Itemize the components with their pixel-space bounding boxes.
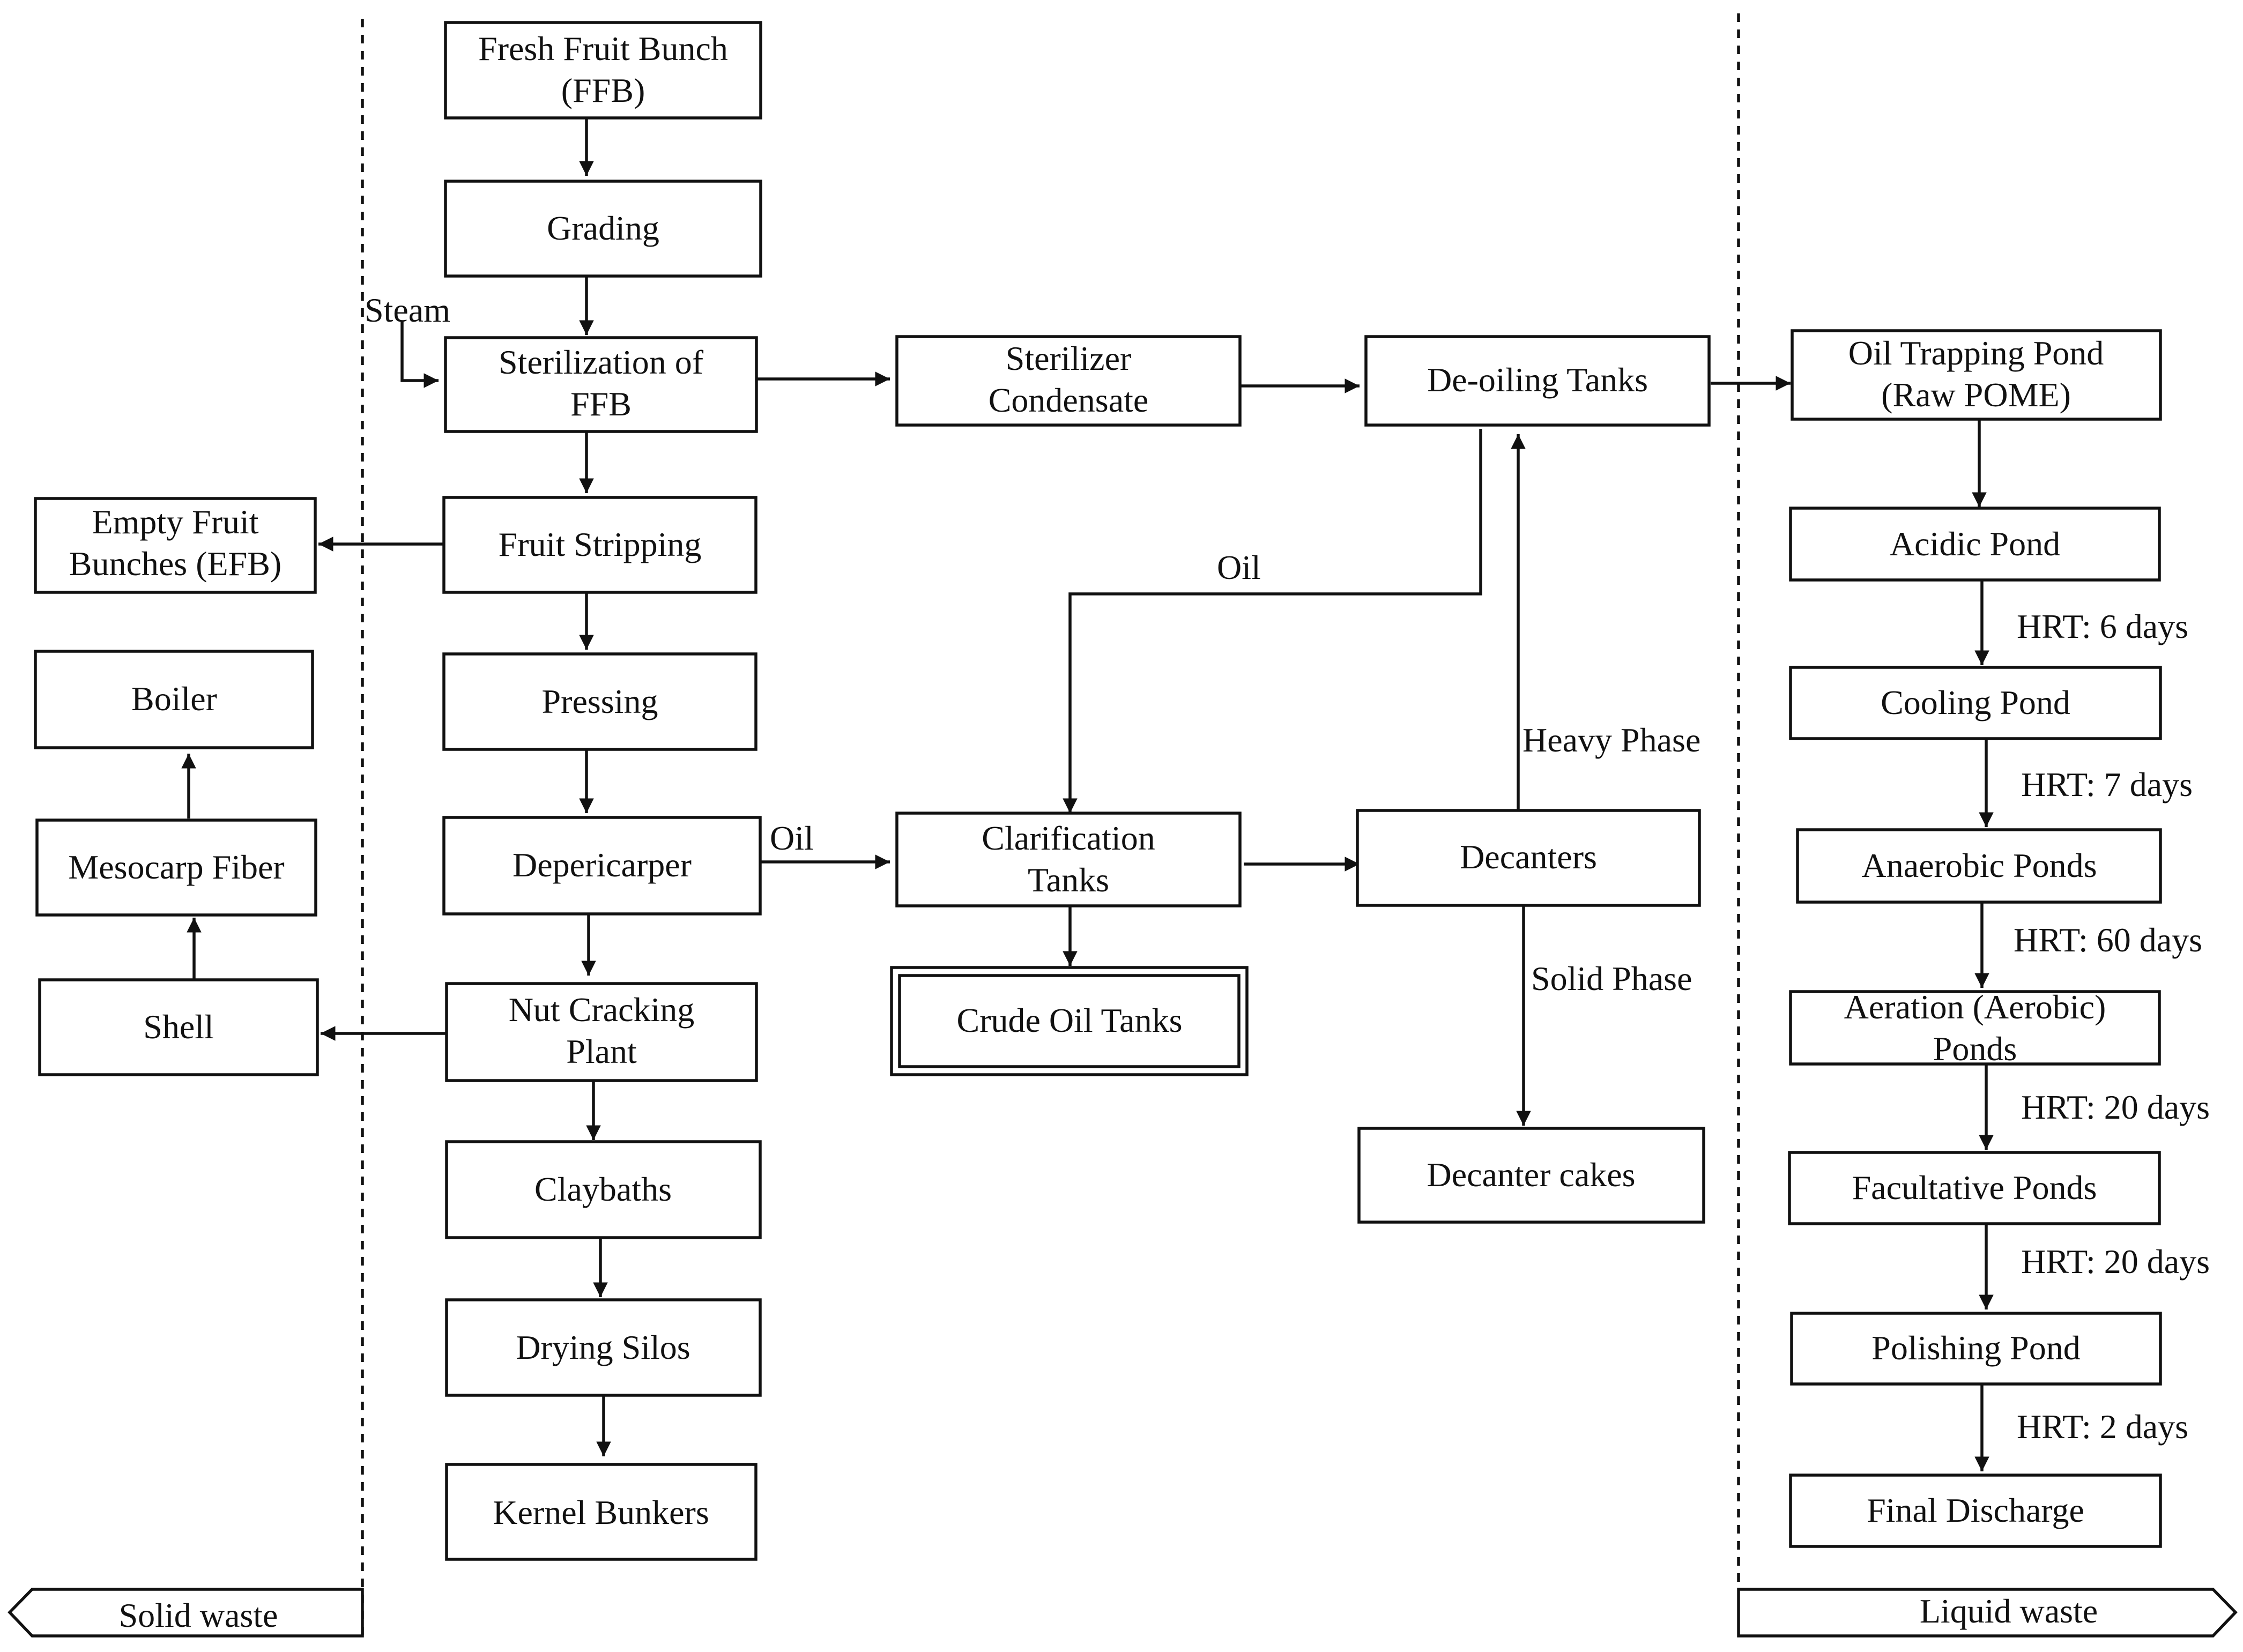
solid-waste-label: Solid waste xyxy=(119,1596,278,1634)
node-nut-cracking-line2: Plant xyxy=(566,1032,637,1070)
node-ffb-line1: Fresh Fruit Bunch xyxy=(478,29,728,68)
node-pressing-label: Pressing xyxy=(542,682,658,720)
node-final-label: Final Discharge xyxy=(1867,1491,2084,1529)
edge-labels: Steam Oil Oil Heavy Phase Solid Phase HR… xyxy=(365,291,2210,1446)
node-grading: Grading xyxy=(444,180,762,278)
node-decanters: Decanters xyxy=(1356,809,1701,907)
node-efb: Empty Fruit Bunches (EFB) xyxy=(34,497,317,594)
node-condensate: Sterilizer Condensate xyxy=(895,335,1242,427)
node-acidic-label: Acidic Pond xyxy=(1890,525,2060,563)
node-decanter-cakes: Decanter cakes xyxy=(1357,1127,1705,1224)
node-sterilization-line2: FFB xyxy=(570,385,632,423)
node-oil-trap-line1: Oil Trapping Pond xyxy=(1848,334,2104,372)
node-depericarper-label: Depericarper xyxy=(513,846,692,884)
node-facultative: Facultative Ponds xyxy=(1788,1151,2161,1225)
hrt-acidic-label: HRT: 6 days xyxy=(2017,607,2188,645)
node-ffb: Fresh Fruit Bunch (FFB) xyxy=(444,21,762,120)
node-oil-trap: Oil Trapping Pond (Raw POME) xyxy=(1791,329,2162,421)
node-clarification-line1: Clarification xyxy=(982,819,1155,857)
node-shell: Shell xyxy=(38,978,319,1076)
node-mesocarp: Mesocarp Fiber xyxy=(35,818,317,917)
node-final: Final Discharge xyxy=(1789,1474,2162,1548)
node-drying-silos-label: Drying Silos xyxy=(516,1328,690,1366)
node-condensate-line1: Sterilizer xyxy=(1006,339,1132,377)
node-mesocarp-label: Mesocarp Fiber xyxy=(68,848,284,886)
hrt-cooling-label: HRT: 7 days xyxy=(2021,765,2193,803)
node-anaerobic: Anaerobic Ponds xyxy=(1796,828,2162,904)
node-decanter-cakes-label: Decanter cakes xyxy=(1427,1156,1635,1194)
node-sterilization: Sterilization of FFB xyxy=(444,336,758,433)
arrow-steam-sterilization xyxy=(400,322,439,388)
arrow-deoiling-clarification xyxy=(1063,429,1482,813)
oil-from-depericarper-label: Oil xyxy=(770,819,814,857)
node-aeration-line1: Aeration (Aerobic) xyxy=(1844,988,2106,1026)
node-sterilization-line1: Sterilization of xyxy=(499,343,704,381)
steam-label: Steam xyxy=(365,291,450,329)
node-oil-trap-line2: (Raw POME) xyxy=(1881,376,2071,414)
node-cooling-label: Cooling Pond xyxy=(1881,683,2070,721)
hrt-aeration-label: HRT: 20 days xyxy=(2021,1088,2210,1126)
node-stripping-label: Fruit Stripping xyxy=(499,525,702,563)
node-kernel-bunkers: Kernel Bunkers xyxy=(445,1463,757,1561)
solid-waste-tag: Solid waste xyxy=(8,1588,364,1638)
liquid-waste-label: Liquid waste xyxy=(1920,1592,2098,1630)
node-condensate-line2: Condensate xyxy=(989,381,1149,419)
hrt-polishing-label: HRT: 2 days xyxy=(2017,1408,2188,1446)
node-grading-label: Grading xyxy=(547,209,659,247)
node-cooling: Cooling Pond xyxy=(1789,666,2162,740)
node-crude-oil-label: Crude Oil Tanks xyxy=(957,1001,1183,1039)
node-polishing: Polishing Pond xyxy=(1790,1312,2162,1386)
node-pressing: Pressing xyxy=(442,652,757,751)
node-clarification: Clarification Tanks xyxy=(895,812,1242,907)
node-shell-label: Shell xyxy=(143,1008,214,1046)
node-clarification-line2: Tanks xyxy=(1028,861,1109,899)
node-efb-line2: Bunches (EFB) xyxy=(69,545,281,583)
node-stripping: Fruit Stripping xyxy=(442,496,757,594)
node-claybaths: Claybaths xyxy=(445,1140,762,1239)
node-deoiling: De-oiling Tanks xyxy=(1364,335,1711,427)
node-aeration-line2: Ponds xyxy=(1933,1030,2017,1068)
liquid-waste-tag: Liquid waste xyxy=(1737,1588,2238,1638)
node-depericarper: Depericarper xyxy=(442,816,762,916)
hrt-anaerobic-label: HRT: 60 days xyxy=(2014,921,2202,959)
process-boxes: Fresh Fruit Bunch (FFB) Grading Steriliz… xyxy=(34,21,2162,1561)
node-drying-silos: Drying Silos xyxy=(445,1298,762,1397)
node-polishing-label: Polishing Pond xyxy=(1871,1329,2080,1367)
node-ffb-line2: (FFB) xyxy=(561,71,645,109)
node-crude-oil: Crude Oil Tanks xyxy=(890,966,1249,1076)
node-boiler-label: Boiler xyxy=(131,680,217,718)
node-nut-cracking: Nut Cracking Plant xyxy=(445,982,758,1082)
oil-from-deoiling-label: Oil xyxy=(1217,548,1261,586)
node-acidic: Acidic Pond xyxy=(1789,507,2161,582)
node-deoiling-label: De-oiling Tanks xyxy=(1427,361,1648,399)
solid-phase-label: Solid Phase xyxy=(1531,959,1692,998)
node-anaerobic-label: Anaerobic Ponds xyxy=(1861,846,2097,884)
connectors xyxy=(181,118,1994,1471)
node-kernel-bunkers-label: Kernel Bunkers xyxy=(493,1493,709,1531)
hrt-facultative-label: HRT: 20 days xyxy=(2021,1242,2210,1281)
node-boiler: Boiler xyxy=(34,650,314,749)
node-aeration: Aeration (Aerobic) Ponds xyxy=(1789,988,2161,1068)
node-facultative-label: Facultative Ponds xyxy=(1852,1169,2097,1207)
node-decanters-label: Decanters xyxy=(1460,838,1597,876)
node-efb-line1: Empty Fruit xyxy=(92,503,258,541)
node-nut-cracking-line1: Nut Cracking xyxy=(509,991,695,1029)
heavy-phase-label: Heavy Phase xyxy=(1522,721,1700,759)
node-claybaths-label: Claybaths xyxy=(534,1170,672,1208)
